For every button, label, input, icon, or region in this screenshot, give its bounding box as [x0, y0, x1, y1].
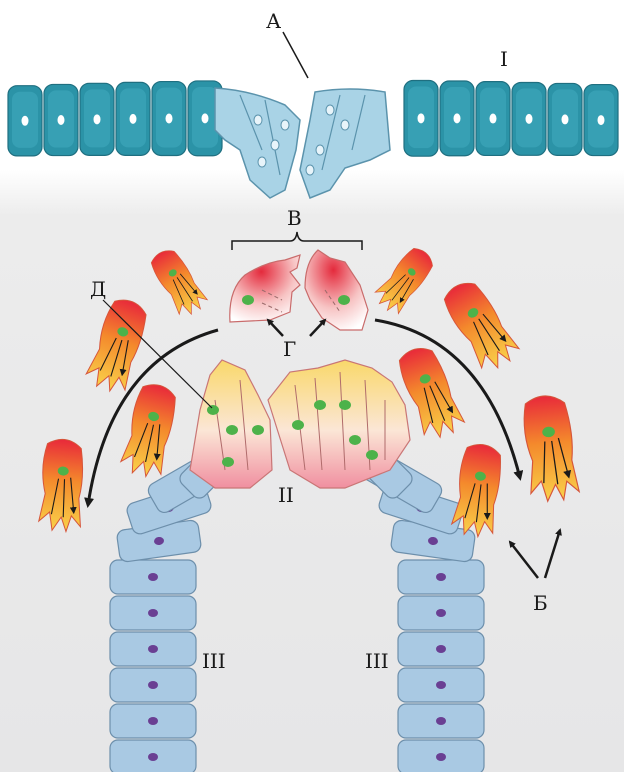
endoderm-cell — [110, 596, 196, 630]
endoderm-nucleus — [148, 717, 158, 725]
endoderm-cell — [110, 668, 196, 702]
label-g: Г — [283, 337, 296, 361]
label-iii-left: III — [202, 649, 226, 673]
label-iii-right: III — [365, 649, 389, 673]
endoderm-nucleus — [436, 645, 446, 653]
label-b: Б — [533, 591, 548, 615]
label-ii: II — [278, 483, 294, 507]
ectoderm-cell — [80, 83, 114, 155]
endoderm-cell — [110, 704, 196, 738]
endoderm-cell — [398, 596, 484, 630]
ectoderm-cell — [152, 82, 186, 156]
endoderm-cell — [398, 740, 484, 772]
ectoderm-cell — [116, 82, 150, 155]
endoderm-nucleus — [436, 573, 446, 581]
ectoderm-cell — [440, 81, 474, 156]
endoderm-nucleus — [436, 753, 446, 761]
label-a: А — [266, 9, 281, 33]
ectoderm-cell — [44, 84, 78, 155]
endoderm-cell — [398, 632, 484, 666]
endoderm-cell — [398, 704, 484, 738]
label-d: Д — [90, 277, 106, 301]
ectoderm-cell — [548, 83, 582, 155]
ectoderm-nucleus — [202, 113, 209, 123]
endoderm-nucleus — [148, 753, 158, 761]
ectoderm-nucleus — [130, 114, 137, 124]
ectoderm-nucleus — [526, 114, 533, 124]
endoderm-cell — [110, 632, 196, 666]
label-i: I — [500, 47, 508, 71]
endoderm-nucleus — [436, 717, 446, 725]
endoderm-nucleus — [148, 609, 158, 617]
endoderm-nucleus — [148, 681, 158, 689]
label-v: В — [287, 206, 302, 230]
ectoderm-cell — [476, 82, 510, 156]
endoderm-nucleus — [148, 645, 158, 653]
neural-fold-cells — [190, 360, 410, 488]
endoderm-nucleus — [436, 681, 446, 689]
ectoderm-nucleus — [418, 113, 425, 123]
ectoderm-cell — [404, 81, 438, 157]
ectoderm-nucleus — [562, 114, 569, 124]
endoderm-nucleus — [436, 609, 446, 617]
ectoderm-cell — [8, 86, 42, 156]
endoderm-nucleus — [148, 573, 158, 581]
ectoderm-cell — [584, 85, 618, 156]
endoderm-cell — [398, 668, 484, 702]
ectoderm-nucleus — [22, 116, 29, 126]
endoderm-cell — [398, 560, 484, 594]
ectoderm-nucleus — [490, 114, 497, 124]
ectoderm-nucleus — [94, 114, 101, 124]
ectoderm-nucleus — [454, 113, 461, 123]
ectoderm-nucleus — [166, 114, 173, 124]
ectoderm-nucleus — [598, 115, 605, 125]
endoderm-cell — [110, 740, 196, 772]
ectoderm-cell — [512, 82, 546, 155]
endoderm-cell — [110, 560, 196, 594]
ectoderm-nucleus — [58, 115, 65, 125]
